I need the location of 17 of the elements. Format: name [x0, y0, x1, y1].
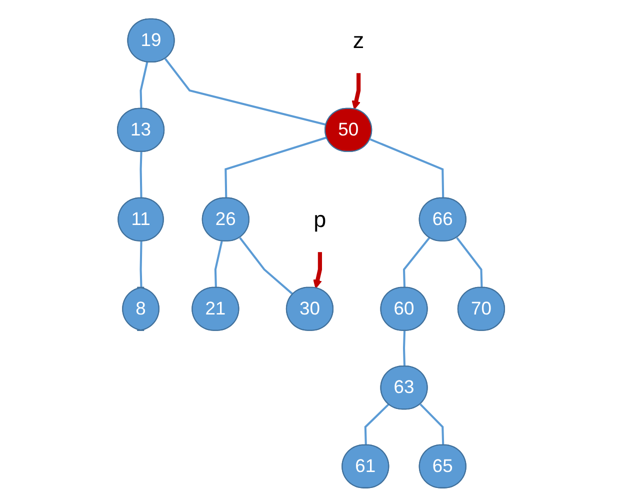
connector — [239, 237, 294, 296]
arrow — [313, 252, 322, 289]
node-text: z — [352, 28, 364, 54]
connector — [456, 237, 483, 288]
node-text: p — [314, 206, 326, 232]
connector — [224, 136, 328, 198]
arrow — [352, 72, 361, 110]
connector — [214, 240, 223, 288]
connector — [140, 152, 142, 198]
connector — [370, 138, 444, 198]
connector — [140, 62, 148, 109]
connector — [402, 330, 406, 367]
connector — [420, 404, 444, 446]
connector — [364, 404, 390, 446]
connector — [402, 237, 430, 288]
connector — [140, 241, 142, 288]
connector — [164, 58, 327, 126]
